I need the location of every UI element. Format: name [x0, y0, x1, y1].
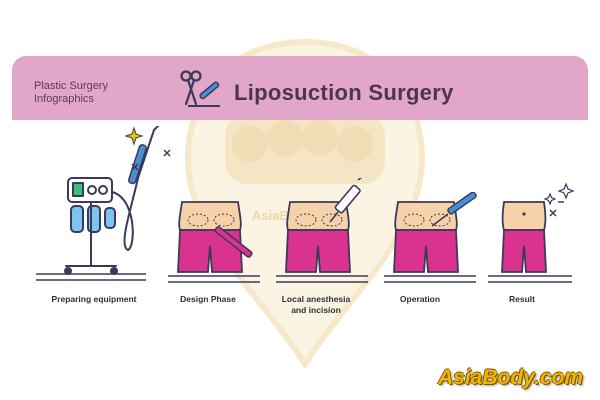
brand-logo-text[interactable]: AsiaBody.com	[438, 366, 584, 389]
step-label-result: Result	[509, 294, 535, 304]
step-label-anesthesia: Local anesthesia and incision	[274, 294, 358, 316]
design-phase-figure	[168, 201, 260, 283]
operation-figure	[384, 192, 477, 283]
result-figure	[488, 182, 575, 283]
step-label-anesthesia-line-2: and incision	[291, 305, 341, 315]
cannula-icon	[431, 192, 477, 227]
kicker-line-1: Plastic Surgery	[34, 80, 108, 92]
page-title: Liposuction Surgery	[234, 80, 454, 105]
marker-pen-icon	[214, 226, 253, 258]
step-label-operation: Operation	[399, 294, 441, 304]
anesthesia-figure	[276, 178, 368, 283]
header-banner	[12, 56, 588, 120]
step-label-preparing: Preparing equipment	[51, 294, 137, 304]
banner-scallop-edge	[12, 112, 588, 128]
liposuction-machine-icon	[36, 126, 171, 281]
syringe-icon	[329, 178, 362, 223]
header-kicker: Plastic Surgery Infographics	[34, 80, 154, 106]
step-label-design: Design Phase	[180, 294, 236, 304]
step-label-anesthesia-line-1: Local anesthesia	[281, 294, 351, 304]
kicker-line-2: Infographics	[34, 93, 94, 105]
surgical-tools-icon	[180, 70, 220, 107]
sparkle-icon	[543, 182, 575, 206]
